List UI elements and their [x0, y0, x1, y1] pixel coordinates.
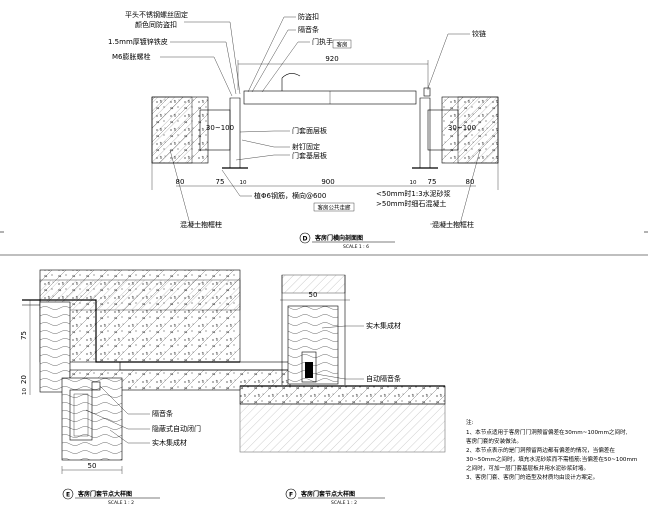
- f-label-seal: 自动隔音条: [366, 374, 401, 383]
- f-slab: [239, 403, 446, 453]
- range-left: 30~100: [206, 124, 234, 132]
- e-dim-20: 20: [20, 375, 28, 384]
- f-label-wood: 实木集成材: [366, 321, 401, 330]
- notes: 注: 1、本节点适用于客房门门洞预留偏差在30mm~100mm之间时, 客房门套…: [466, 418, 637, 481]
- label-col-left: 混凝土抱框柱: [180, 220, 222, 229]
- label-sheet: 1.5mm厚镀锌铁皮: [108, 37, 168, 46]
- notes-line-1: 1、本节点适用于客房门门洞预留偏差在30mm~100mm之间时,: [466, 428, 628, 436]
- title-d-badge: [299, 232, 311, 244]
- hinge: [423, 87, 431, 97]
- label-screw-cap: 颜色同防盗扣: [135, 20, 177, 29]
- right-infill: [427, 109, 459, 151]
- notes-line-5: 之间时，可加一层门套基层板并用水泥砂浆封堵。: [466, 464, 589, 472]
- label-corridor: 客房公共走廊: [317, 204, 351, 212]
- label-trim-face: 门套面层板: [292, 126, 327, 135]
- dim-80-right: 80: [466, 178, 475, 186]
- e-dim-50: 50: [88, 462, 97, 470]
- title-f-scale: SCALE 1 : 2: [331, 500, 357, 506]
- label-concrete-fill: >50mm时细石混凝土: [376, 199, 446, 208]
- dim-10-left: 10: [240, 180, 247, 186]
- dim-75-left: 75: [216, 178, 225, 186]
- title-d-scale: SCALE 1 : 6: [343, 244, 369, 250]
- title-e-badge: [62, 488, 74, 500]
- range-right: 30~100: [448, 124, 476, 132]
- svg-text:E: E: [66, 492, 70, 499]
- label-room: 客房: [336, 41, 348, 49]
- plan-d: 920 900 80 75 10 10 75 80 30~100 30~100 …: [108, 10, 499, 250]
- notes-line-6: 3、客房门套、客房门的造型及材质均由设计方案定。: [466, 473, 598, 481]
- notes-line-4: 30~50mm之间时，填充水泥砂浆而不需植筋;当偏差在50~100mm: [466, 455, 637, 463]
- dim-900: 900: [321, 178, 334, 186]
- e-dim-75: 75: [20, 331, 28, 340]
- dim-75-right: 75: [428, 178, 437, 186]
- label-trim-base: 门套基层板: [292, 151, 327, 160]
- dim-10-right: 10: [410, 180, 417, 186]
- label-hinge: 铰链: [472, 29, 486, 38]
- label-col-right: 混凝土抱框柱: [432, 220, 474, 229]
- e-label-seal: 隔音条: [152, 409, 173, 418]
- right-trim: [419, 97, 431, 169]
- left-wall-hatch: [151, 96, 193, 164]
- svg-text:D: D: [303, 236, 308, 243]
- e-dim-10: 10: [22, 388, 28, 395]
- label-mortar: <50mm时1:3水泥砂浆: [376, 189, 451, 198]
- notes-line-2: 客房门套的安装做法。: [466, 437, 522, 445]
- notes-line-3: 2、本节点表示的是门洞预留两边都有偏差的情况，当偏差在: [466, 446, 615, 454]
- svg-text:F: F: [289, 492, 293, 499]
- f-auto-seal: [301, 351, 317, 383]
- f-floor: [239, 385, 446, 405]
- dim-920: 920: [325, 55, 338, 63]
- right-wall-hatch: [457, 96, 499, 164]
- left-trim: [229, 97, 241, 169]
- label-screw: 平头不锈钢螺丝固定: [125, 10, 188, 19]
- label-rebar: 植Φ6钢筋，横向@600: [254, 191, 326, 200]
- e-label-wood: 实木集成材: [152, 438, 187, 447]
- e-closer: [69, 389, 93, 441]
- title-e-scale: SCALE 1 : 2: [108, 500, 134, 506]
- title-e-text: 客房门套节点大样图: [77, 490, 132, 498]
- door-handle: [281, 73, 301, 91]
- e-label-closer: 隐蔽式自动闭门: [152, 424, 201, 433]
- e-trim-board: [39, 301, 71, 393]
- label-handle: 门执手: [312, 37, 333, 46]
- title-f-text: 客房门套节点大样图: [300, 490, 355, 498]
- label-nail: 射钉固定: [292, 142, 320, 151]
- dim-80-left: 80: [176, 178, 185, 186]
- title-f-badge: [285, 488, 297, 500]
- detail-e: 75 20 10 50 隔音条 隐蔽式自动闭门 实木集成材 E 客房门套节点大样…: [20, 269, 291, 506]
- detail-f: 50 实木集成材 自动隔音条 F 客房门套节点大样图 SCALE 1 : 2: [239, 274, 446, 506]
- title-d-text: 客房门横向剖面图: [314, 234, 363, 242]
- label-anti-theft: 防盗扣: [298, 12, 319, 21]
- f-dim-50: 50: [309, 291, 318, 299]
- label-seal-strip: 隔音条: [298, 25, 319, 34]
- label-bolt: M6膨胀螺栓: [112, 52, 151, 61]
- notes-heading: 注:: [466, 418, 474, 426]
